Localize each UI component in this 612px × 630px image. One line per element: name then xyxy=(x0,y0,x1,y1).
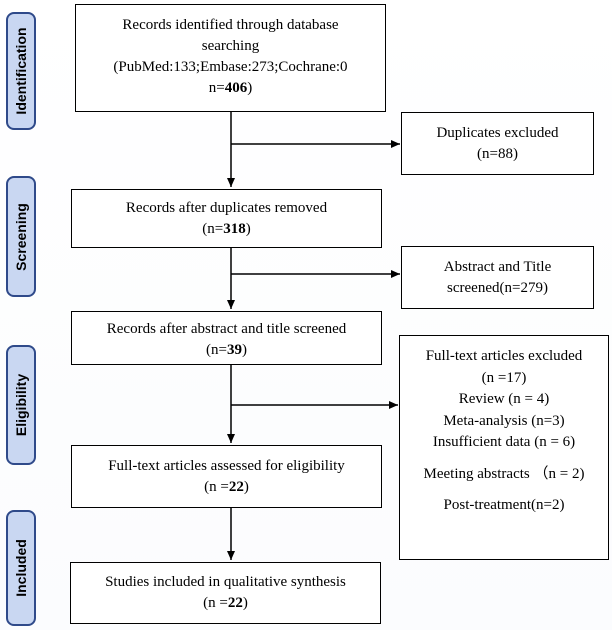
records-identified-line2: searching xyxy=(201,38,260,54)
abstract-title-screened-count: screened(n=279) xyxy=(447,280,548,296)
duplicates-excluded-title: Duplicates excluded xyxy=(436,125,559,141)
records-after-abstract-box: Records after abstract and title screene… xyxy=(71,311,382,365)
fulltext-assessed-title: Full-text articles assessed for eligibil… xyxy=(108,458,345,474)
phase-eligibility: Eligibility xyxy=(6,345,36,465)
abstract-title-screened-title: Abstract and Title xyxy=(443,259,552,275)
fulltext-excluded-total: (n =17) xyxy=(481,369,527,386)
fulltext-excluded-box: Full-text articles excluded (n =17) Revi… xyxy=(399,335,609,560)
records-identified-line1: Records identified through database xyxy=(122,17,339,33)
fulltext-assessed-box: Full-text articles assessed for eligibil… xyxy=(71,445,382,508)
excluded-insufficient-data: Insufficient data (n = 6) xyxy=(432,434,576,450)
excluded-review: Review (n = 4) xyxy=(458,391,550,407)
records-identified-count: n=406) xyxy=(208,80,253,96)
fulltext-assessed-count: (n =22) xyxy=(204,479,249,495)
records-after-abstract-title: Records after abstract and title screene… xyxy=(106,321,347,337)
records-identified-sources: (PubMed:133;Embase:273;Cochrane:0 xyxy=(113,59,348,75)
excluded-meta-analysis: Meta-analysis (n=3) xyxy=(443,412,565,429)
records-after-duplicates-title: Records after duplicates removed xyxy=(125,200,328,216)
phase-identification: Identification xyxy=(6,12,36,130)
phase-screening: Screening xyxy=(6,176,36,297)
studies-included-count: (n =22) xyxy=(203,595,248,611)
excluded-meeting-abstracts: Meeting abstracts （n = 2) xyxy=(423,465,585,482)
duplicates-excluded-box: Duplicates excluded (n=88) xyxy=(401,112,594,175)
studies-included-title: Studies included in qualitative synthesi… xyxy=(105,574,346,590)
records-after-duplicates-count: (n=318) xyxy=(202,221,251,237)
studies-included-box: Studies included in qualitative synthesi… xyxy=(70,562,381,624)
records-after-duplicates-box: Records after duplicates removed (n=318) xyxy=(71,189,382,248)
phase-included: Included xyxy=(6,510,36,626)
abstract-title-screened-box: Abstract and Title screened(n=279) xyxy=(401,246,594,309)
duplicates-excluded-count: (n=88) xyxy=(477,146,518,162)
records-after-abstract-count: (n=39) xyxy=(206,342,247,358)
records-identified-box: Records identified through database sear… xyxy=(75,4,386,112)
fulltext-excluded-title: Full-text articles excluded xyxy=(425,348,583,364)
excluded-post-treatment: Post-treatment(n=2) xyxy=(443,497,565,513)
